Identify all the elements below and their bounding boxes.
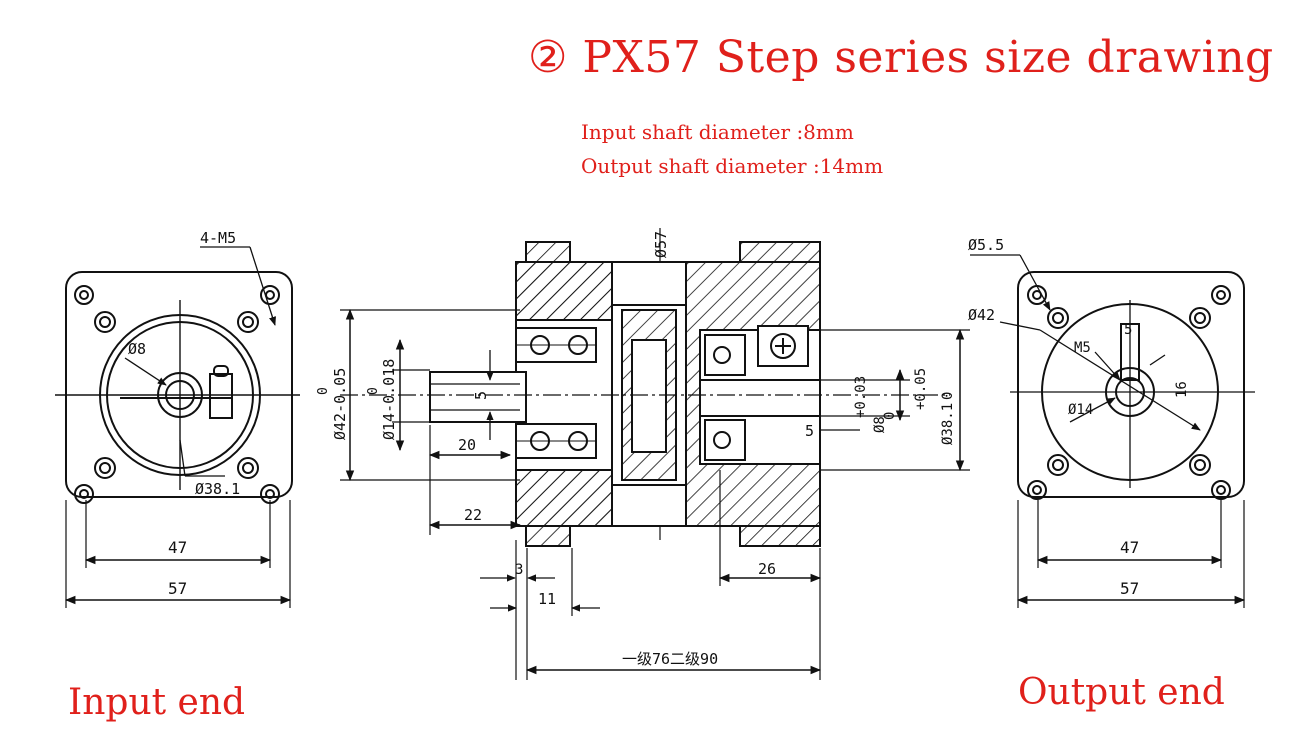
input-pilot-dim: Ø38.1 (195, 480, 240, 498)
side-shaftlen-dim: 22 (464, 506, 482, 524)
side-keyway-dim: 5 (805, 422, 814, 440)
output-key-h-dim: 16 (1174, 381, 1190, 398)
side-shaft-tol-zero: 0 (366, 387, 381, 395)
side-bore-dim: Ø8 (872, 416, 888, 433)
drawing-title: ② PX57 Step series size drawing (528, 32, 1274, 83)
output-frame-dim: 57 (1120, 579, 1139, 598)
side-section-view (340, 228, 970, 680)
side-pilot-dim: Ø38.1 (940, 403, 956, 445)
input-holes-dim: 4-M5 (200, 229, 236, 247)
side-total-dim: 一级76二级90 (622, 650, 718, 668)
output-end-view (970, 254, 1255, 608)
side-key-dim: 5 (472, 391, 490, 400)
side-bore-tol: +0.03 (853, 376, 869, 418)
side-bore-tol0: 0 (882, 412, 898, 420)
side-step11-dim: 11 (538, 590, 556, 608)
side-flange-tol: Ø42-0.05 (331, 368, 349, 440)
side-shaft-tol: Ø14-0.018 (380, 359, 398, 440)
input-bore-dim: Ø8 (128, 340, 146, 358)
output-thread-dim: M5 (1074, 340, 1091, 356)
side-pilot-tol0: 0 (940, 392, 956, 400)
input-end-label: Input end (68, 682, 246, 723)
input-end-view (55, 246, 300, 608)
input-pitch-dim: 47 (168, 538, 187, 557)
side-pilot-tol: +0.05 (913, 368, 929, 410)
side-body-dim: Ø57 (652, 231, 670, 258)
side-step3-dim: 3 (515, 562, 523, 578)
output-shaft-dim: Ø14 (1068, 402, 1093, 418)
output-end-label: Output end (1018, 672, 1225, 713)
output-pitch-dim: 47 (1120, 538, 1139, 557)
side-keylen-dim: 20 (458, 436, 476, 454)
output-key-w-dim: 5 (1124, 322, 1132, 338)
input-shaft-spec: Input shaft diameter :8mm (581, 120, 854, 144)
output-shaft-spec: Output shaft diameter :14mm (581, 154, 884, 178)
output-holes-dim: Ø5.5 (968, 236, 1004, 254)
side-input-len-dim: 26 (758, 560, 776, 578)
side-flange-tol-zero: 0 (316, 387, 331, 395)
output-pilot-dim: Ø42 (968, 306, 995, 324)
input-frame-dim: 57 (168, 579, 187, 598)
